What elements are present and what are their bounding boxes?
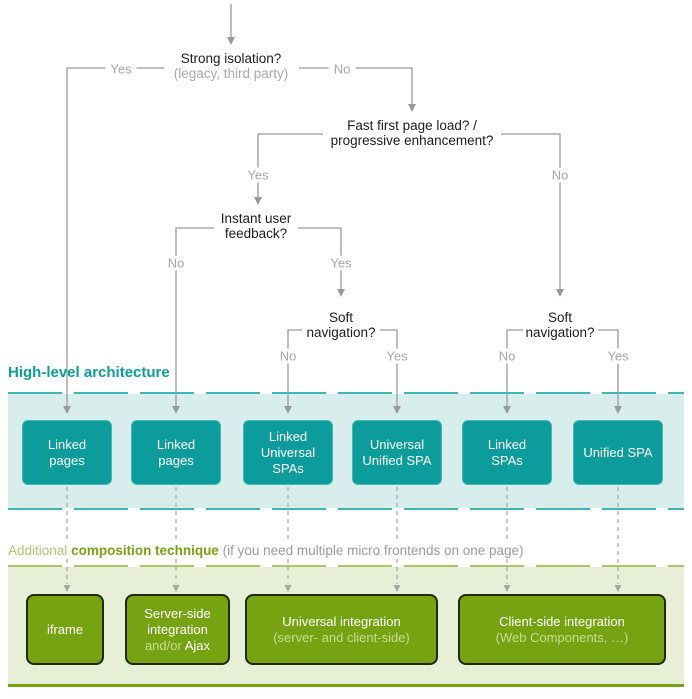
box-label: integration [147,621,208,637]
edge-label-no: No [162,255,190,271]
box-label: Client-side integration [499,613,625,629]
question-text: Fast first page load? / [347,118,477,133]
question-text: Instant user [220,211,292,226]
edge-label-yes: Yes [242,167,274,183]
question-fast-first-load: Fast first page load? / progressive enha… [331,118,494,148]
question-strong-isolation: Strong isolation? (legacy, third party) [174,51,289,81]
architecture-box-unified-spa: Unified SPA [573,420,663,485]
edge-label-no: No [546,167,574,183]
box-label: Unified SPA [583,444,653,460]
question-soft-navigation-right: Soft navigation? [525,310,594,340]
box-label: Linked SPAs [487,436,527,468]
question-note: (legacy, third party) [173,66,289,81]
edge-label-yes: Yes [325,255,357,271]
box-label: Linked pages [47,436,87,468]
architecture-box-linked-pages-1: Linked pages [22,420,112,485]
architecture-box-linked-spas: Linked SPAs [462,420,552,485]
box-label-pale: and/or [144,637,182,653]
box-label: Linked pages [156,436,196,468]
high-level-architecture-band [8,392,684,510]
question-text: progressive enhancement? [330,133,494,148]
question-text: navigation? [306,325,376,340]
composition-box-client-side-integration: Client-side integration (Web Components,… [458,594,666,665]
architecture-box-linked-pages-2: Linked pages [131,420,221,485]
question-instant-feedback: Instant user feedback? [221,211,292,241]
question-text: feedback? [224,226,288,241]
box-label: Universal integration [282,613,401,629]
box-label-emph: Ajax [184,637,211,653]
composition-label-bold: composition technique [71,543,219,558]
section-title-high-level-architecture: High-level architecture [8,364,170,381]
composition-box-universal-integration: Universal integration (server- and clien… [245,594,438,665]
edge-label-no: No [274,348,302,364]
composition-box-iframe: iframe [26,594,104,665]
box-label: Universal Unified SPA [362,436,432,468]
question-soft-navigation-left: Soft navigation? [306,310,375,340]
edge-label-yes: Yes [105,61,137,77]
edge-label-no: No [493,348,521,364]
section-title-composition-technique: Additional composition technique (if you… [8,543,528,558]
edge-label-no: No [328,61,356,77]
green-band-top-border [8,565,684,567]
edge-label-yes: Yes [381,348,413,364]
question-text: Soft [547,310,572,325]
box-sublabel: (Web Components, …) [495,629,629,645]
teal-band-bottom-border [8,508,684,510]
composition-label-note: (if you need multiple micro frontends on… [222,543,524,558]
box-sublabel: (server- and client-side) [273,629,410,645]
box-label: Linked Universal SPAs [260,428,316,476]
box-label: Server-side [144,605,211,621]
teal-band-top-border [8,392,684,394]
question-text: Strong isolation? [180,51,282,66]
architecture-box-linked-universal-spas: Linked Universal SPAs [243,420,333,485]
architecture-box-universal-unified-spa: Universal Unified SPA [352,420,442,485]
box-label: and/or Ajax [144,638,210,654]
question-text: navigation? [525,325,595,340]
question-text: Soft [328,310,353,325]
box-label: iframe [46,621,84,637]
edge-label-yes: Yes [602,348,634,364]
green-band-bottom-border [8,684,684,687]
composition-label-plain: Additional [8,543,68,558]
composition-box-server-side-integration: Server-side integration and/or Ajax [125,594,230,665]
